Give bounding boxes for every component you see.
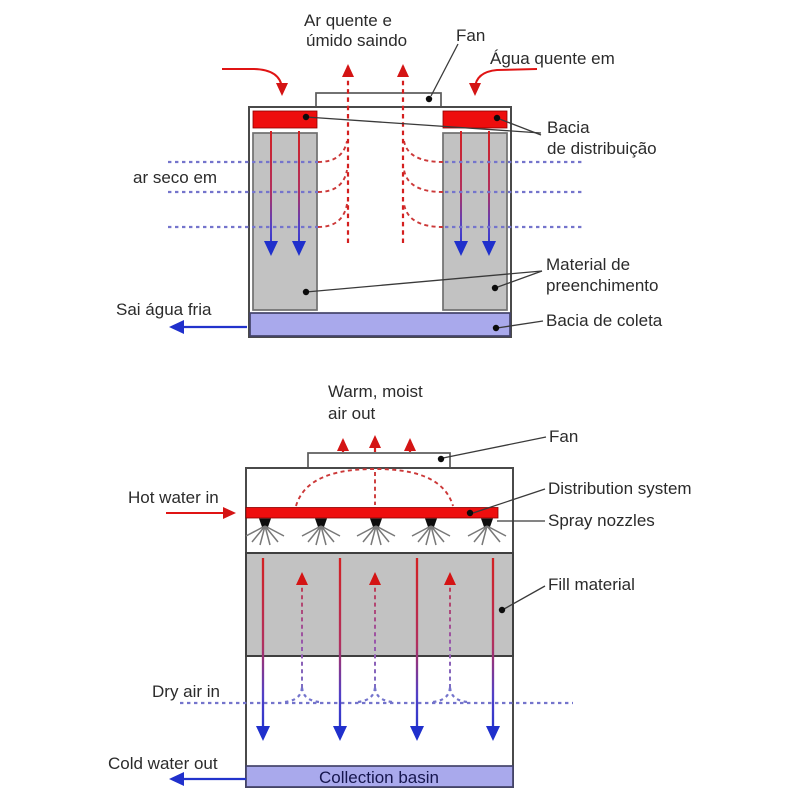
label-fan: Fan (549, 427, 578, 446)
leader-lines (302, 43, 544, 332)
spray-lines (467, 525, 507, 546)
fill-material-right (442, 132, 508, 311)
fill-material (245, 552, 514, 657)
spray-lines (301, 525, 341, 546)
air-turn-curves-right (403, 140, 444, 228)
fill-leader-left (305, 270, 543, 293)
label-fill-material: Fill material (548, 575, 635, 594)
nozzle-body (370, 518, 382, 527)
fan-housing (307, 452, 451, 469)
spray-lines (411, 525, 451, 546)
hot-water-inlet-arrow-left (222, 68, 288, 96)
fan-leader (442, 436, 547, 459)
nozzle-body (425, 518, 437, 527)
hot-water-inlet-arrow-right (469, 68, 538, 96)
basin-leader (496, 320, 544, 329)
label-distribution-basin-line1: Bacia (547, 118, 590, 137)
fill-dot (498, 606, 506, 614)
label-cold-water-out: Sai água fria (116, 300, 212, 319)
spray-nozzle (245, 518, 285, 546)
spray-lines (245, 525, 285, 546)
label-spray-nozzles: Spray nozzles (548, 511, 655, 530)
spray-nozzle (356, 518, 396, 546)
distribution-leader-right (496, 117, 542, 136)
nozzle-body (259, 518, 271, 527)
distribution-leader (472, 488, 546, 514)
nozzle-body (481, 518, 493, 527)
collection-basin (249, 312, 511, 337)
label-fan: Fan (456, 26, 485, 45)
rising-air-arrows (284, 572, 468, 704)
air-turn-curves (284, 685, 320, 704)
distribution-basin-left (252, 110, 318, 129)
fill-material-left (252, 132, 318, 311)
label-distribution-system: Distribution system (548, 479, 692, 498)
fill-dot-right (491, 284, 499, 292)
label-collection-basin: Collection basin (319, 768, 439, 787)
fan-housing (315, 92, 442, 108)
label-dry-air-in: Dry air in (152, 682, 220, 701)
basin-dot (492, 324, 500, 332)
fan-leader-dot (437, 455, 445, 463)
label-hot-water-in: Água quente em (490, 49, 615, 68)
distribution-dot-right (493, 114, 501, 122)
label-fill-material-line1: Material de (546, 255, 630, 274)
air-turn-curves-left (317, 140, 348, 228)
distribution-dot-left (302, 113, 310, 121)
counterflow-tower-diagram: Warm, moist air out Fan Hot water in Dis… (108, 382, 692, 788)
fill-dot-left (302, 288, 310, 296)
spray-nozzle (411, 518, 451, 546)
label-hot-water-in: Hot water in (128, 488, 219, 507)
distribution-system-pipe (245, 507, 499, 519)
label-distribution-basin-line2: de distribuição (547, 139, 657, 158)
label-air-out-line1: Ar quente e (304, 11, 392, 30)
distribution-dot (466, 509, 474, 517)
spray-nozzle (301, 518, 341, 546)
water-flow-lines (256, 558, 500, 741)
fill-leader-right (494, 270, 543, 289)
label-fill-material-line2: preenchimento (546, 276, 658, 295)
spray-nozzle (467, 518, 507, 546)
label-dry-air-in: ar seco em (133, 168, 217, 187)
label-air-out-line2: air out (328, 404, 376, 423)
label-collection-basin: Bacia de coleta (546, 311, 663, 330)
fan-leader-dot (425, 95, 433, 103)
label-air-out-line1: Warm, moist (328, 382, 423, 401)
warm-air-out-arrows (337, 435, 416, 452)
distribution-leader-left (305, 116, 542, 134)
label-cold-water-out: Cold water out (108, 754, 218, 773)
label-air-out-line2: úmido saindo (306, 31, 407, 50)
dry-air-dashes-right (445, 160, 583, 229)
fan-leader (430, 43, 459, 97)
air-turn-curves (432, 685, 468, 704)
nozzle-body (315, 518, 327, 527)
fill-leader (503, 585, 546, 610)
spray-lines (356, 525, 396, 546)
crossflow-tower-diagram: Ar quente e úmido saindo Fan Água quente… (116, 11, 663, 338)
spray-nozzles (245, 518, 507, 546)
leader-lines (437, 436, 547, 614)
collection-basin (245, 765, 514, 788)
air-turn-curves (357, 685, 393, 704)
